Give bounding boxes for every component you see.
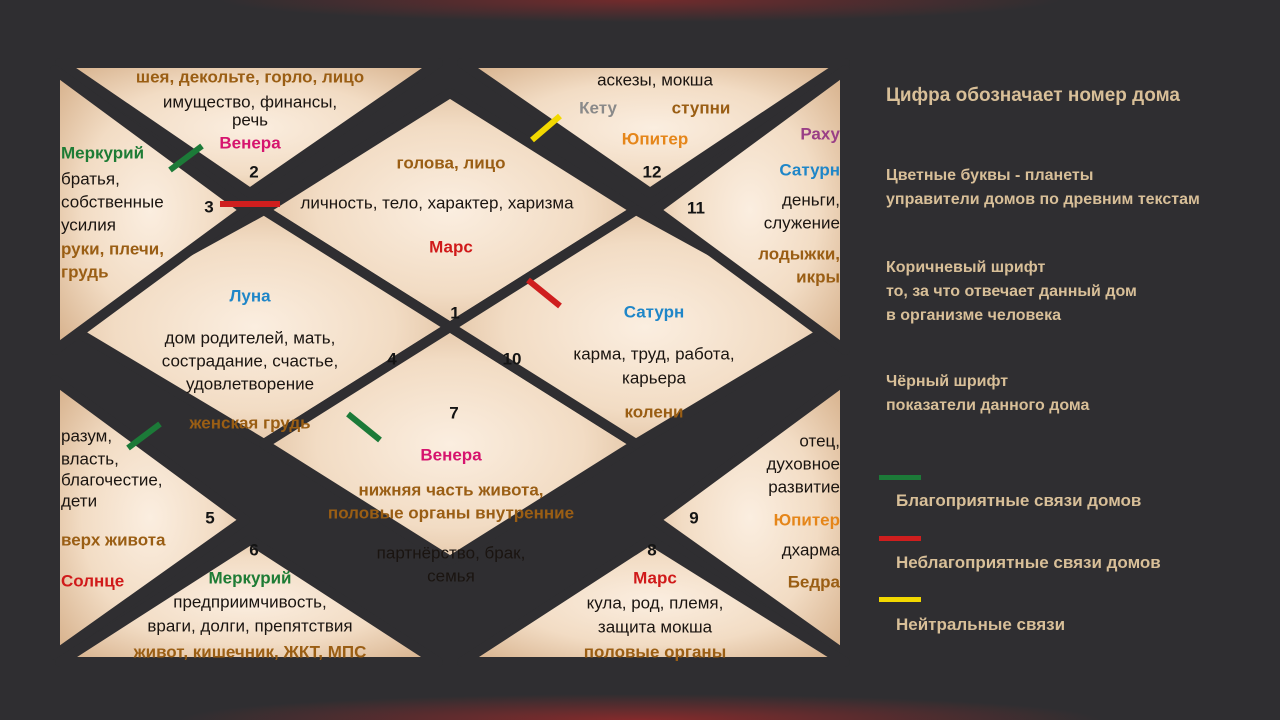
house-5-indicators-4: дети xyxy=(61,491,98,511)
house-1-indicators: личность, тело, характер, харизма xyxy=(300,193,574,213)
house-2-tile xyxy=(55,58,443,198)
house-7-indicators-1: партнёрство, брак, xyxy=(376,543,526,563)
house-2-indicators-2: речь xyxy=(231,110,269,130)
house-5-number: 5 xyxy=(205,508,215,528)
house-6-indicators-2: враги, долги, препятствия xyxy=(147,616,353,636)
house-8-number: 8 xyxy=(647,540,657,560)
house-1-number: 1 xyxy=(450,303,460,323)
house-4-indicators-3: удовлетворение xyxy=(185,374,315,394)
house-3-indicators-1: братья, xyxy=(61,169,120,189)
house-9-tile xyxy=(650,375,850,660)
house-10-indicators-1: карма, труд, работа, xyxy=(573,344,735,364)
house-7-body-1: нижняя часть живота, xyxy=(358,480,544,500)
house-9-indicators-3: развитие xyxy=(768,477,840,497)
house-5-body: верх живота xyxy=(61,530,166,550)
house-7-body-2: половые органы внутренние xyxy=(327,503,575,523)
house-11-tile xyxy=(650,65,850,355)
house-5-indicators-2: власть, xyxy=(61,449,119,469)
house-6-tile xyxy=(55,535,443,667)
house-4-number: 4 xyxy=(387,349,397,369)
link-red-1-10 xyxy=(526,277,562,309)
house-2-indicators-1: имущество, финансы, xyxy=(162,92,338,112)
house-7-planet: Венера xyxy=(420,445,482,465)
house-10-planet: Сатурн xyxy=(623,302,685,322)
link-yellow-12-1 xyxy=(530,113,562,143)
house-12-indicators: аскезы, мокша xyxy=(597,70,713,90)
house-11-number: 11 xyxy=(687,198,705,218)
house-3-tile xyxy=(50,65,250,355)
house-4-indicators-2: сострадание, счастье, xyxy=(161,351,339,371)
house-3-planet: Меркурий xyxy=(61,143,145,163)
legend-good-line xyxy=(879,475,921,480)
house-9-body: Бедра xyxy=(787,572,840,592)
house-3-indicators-2: собственные xyxy=(61,192,164,212)
link-green-3-2 xyxy=(168,143,204,173)
house-8-indicators-1: кула, род, племя, xyxy=(586,593,724,613)
house-7-indicators-2: семья xyxy=(427,566,475,586)
house-12-planet-ketu: Кету xyxy=(579,98,617,118)
house-6-indicators-1: предприимчивость, xyxy=(173,592,327,612)
house-5-indicators-1: разум, xyxy=(61,426,113,446)
house-11-planet-rahu: Раху xyxy=(800,124,840,144)
house-6-number: 6 xyxy=(249,540,259,560)
legend-neutral-label: Нейтральные связи xyxy=(896,615,1066,634)
house-6-body: живот, кишечник, ЖКТ, МПС xyxy=(133,642,367,662)
legend-black-1: Чёрный шрифт xyxy=(886,373,1009,390)
house-3-indicators-3: усилия xyxy=(61,215,116,235)
house-8-planet: Марс xyxy=(633,568,677,588)
house-9-planet: Юпитер xyxy=(773,510,840,530)
house-11-indicators-2: служение xyxy=(763,213,840,233)
legend-bad-line xyxy=(879,536,921,541)
house-9-number: 9 xyxy=(689,508,699,528)
house-1-body: голова, лицо xyxy=(396,153,506,173)
house-4-indicators-1: дом родителей, мать, xyxy=(164,328,336,348)
link-green-5-4 xyxy=(126,421,162,451)
house-5-tile xyxy=(50,375,250,660)
house-2-planet: Венера xyxy=(219,133,281,153)
house-7-number: 7 xyxy=(449,403,459,423)
legend-brown-3: в организме человека xyxy=(886,307,1061,324)
legend-brown-2: то, за что отвечает данный дом xyxy=(886,283,1137,300)
house-3-body-1: руки, плечи, xyxy=(61,239,164,259)
house-12-tile xyxy=(457,58,850,198)
house-12-number: 12 xyxy=(642,162,662,182)
legend-title: Цифра обозначает номер дома xyxy=(886,85,1180,106)
house-10-number: 10 xyxy=(502,349,522,369)
house-11-indicators-1: деньги, xyxy=(781,190,840,210)
house-3-body-2: грудь xyxy=(61,262,109,282)
house-6-planet: Меркурий xyxy=(208,568,292,588)
house-11-body-2: икры xyxy=(796,267,840,287)
house-8-indicators-2: защита мокша xyxy=(597,617,713,637)
house-4-planet: Луна xyxy=(229,286,271,306)
house-10-indicators-2: карьера xyxy=(622,368,686,388)
house-2-body: шея, декольте, горло, лицо xyxy=(135,67,365,87)
house-9-indicators-4: дхарма xyxy=(781,540,840,560)
house-8-body: половые органы xyxy=(583,642,727,662)
house-2-number: 2 xyxy=(249,162,259,182)
link-green-4-7 xyxy=(346,411,382,443)
legend-black-2: показатели данного дома xyxy=(886,397,1090,414)
legend-bad-label: Неблагоприятные связи домов xyxy=(896,553,1161,572)
house-11-planet: Сатурн xyxy=(779,160,840,180)
house-5-planet: Солнце xyxy=(61,571,125,591)
house-9-indicators-2: духовное xyxy=(766,454,840,474)
house-4-body: женская грудь xyxy=(189,413,311,433)
legend-colored-2: управители домов по древним текстам xyxy=(886,191,1200,208)
house-1-planet: Марс xyxy=(429,237,473,257)
house-11-body-1: лодыжки, xyxy=(758,244,840,264)
house-8-tile xyxy=(457,535,850,667)
house-9-indicators-1: отец, xyxy=(799,431,840,451)
house-3-number: 3 xyxy=(204,197,214,217)
house-5-indicators-3: благочестие, xyxy=(61,470,163,490)
house-10-body: колени xyxy=(624,402,684,422)
legend-brown-1: Коричневый шрифт xyxy=(886,259,1046,276)
house-12-planet: Юпитер xyxy=(621,129,689,149)
legend-neutral-line xyxy=(879,597,921,602)
legend-colored-1: Цветные буквы - планеты xyxy=(886,167,1094,184)
house-12-body: ступни xyxy=(671,98,731,118)
legend-good-label: Благоприятные связи домов xyxy=(896,491,1142,510)
